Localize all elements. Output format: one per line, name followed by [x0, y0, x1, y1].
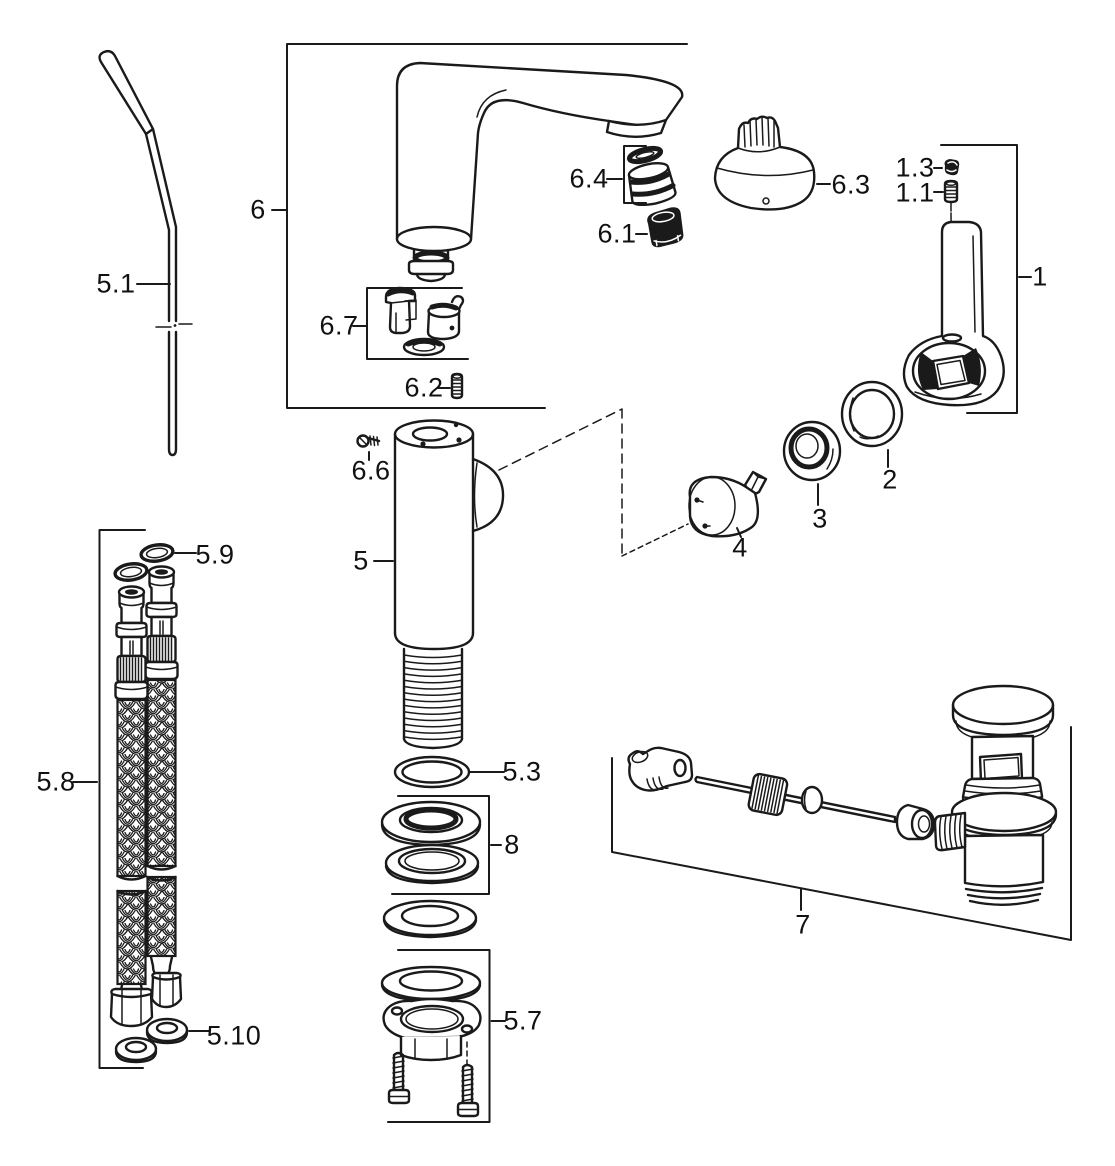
part-label-5-3: 5.3 [502, 756, 542, 787]
part-label-6: 6 [250, 194, 266, 225]
faucet-body-drawing [393, 419, 505, 750]
part-label-3: 3 [812, 503, 828, 534]
handle-drawing [902, 202, 1005, 407]
part-label-6-2: 6.2 [404, 372, 444, 403]
part-label-5-1: 5.1 [96, 268, 136, 299]
washer-drawing [382, 899, 478, 939]
lift-rod-drawing [98, 49, 193, 457]
part-label-2: 2 [882, 464, 898, 495]
escutcheon-rings-drawing [380, 800, 482, 885]
part-label-5: 5 [353, 545, 369, 576]
hose-o-rings-drawing [113, 543, 175, 582]
spout-drawing [395, 61, 684, 283]
mounting-flange-drawing [380, 965, 482, 1118]
nut-ring-drawing [782, 420, 842, 482]
part-label-5-9: 5.9 [195, 539, 235, 570]
dashed-alignment-lines [498, 408, 689, 557]
bushing-set-drawing [384, 286, 465, 357]
part-label-6-3: 6.3 [831, 169, 871, 200]
part-label-5-10: 5.10 [206, 1020, 262, 1051]
grub-screw-drawing [450, 372, 464, 400]
popup-waste-drawing [627, 684, 1058, 906]
part-label-6-7: 6.7 [319, 310, 359, 341]
handle-screws-drawing [943, 159, 960, 204]
part-label-5-8: 5.8 [36, 766, 76, 797]
part-label-6-1: 6.1 [597, 218, 637, 249]
part-label-6-6: 6.6 [351, 455, 391, 486]
part-label-8: 8 [504, 829, 520, 860]
supply-hoses-drawing [109, 565, 183, 1028]
reference-brackets [98, 43, 1072, 1123]
sealing-washers-drawing [114, 1017, 189, 1064]
cartridge-drawing [688, 470, 768, 538]
o-ring-drawing [393, 755, 471, 789]
part-label-1-1: 1.1 [895, 177, 935, 208]
aerator-seal-drawing [626, 145, 677, 207]
fixing-screw-drawing [356, 434, 381, 448]
part-label-6-4: 6.4 [569, 163, 609, 194]
part-label-1: 1 [1032, 261, 1048, 292]
part-label-7: 7 [795, 909, 811, 940]
part-label-5-7: 5.7 [503, 1005, 543, 1036]
trim-ring-drawing [840, 380, 904, 448]
part-label-4: 4 [732, 532, 748, 563]
spout-cap-drawing [713, 115, 816, 211]
part-label-1-3: 1.3 [895, 152, 935, 183]
aerator-insert-drawing [647, 207, 684, 248]
leader-lines [72, 167, 1032, 1032]
